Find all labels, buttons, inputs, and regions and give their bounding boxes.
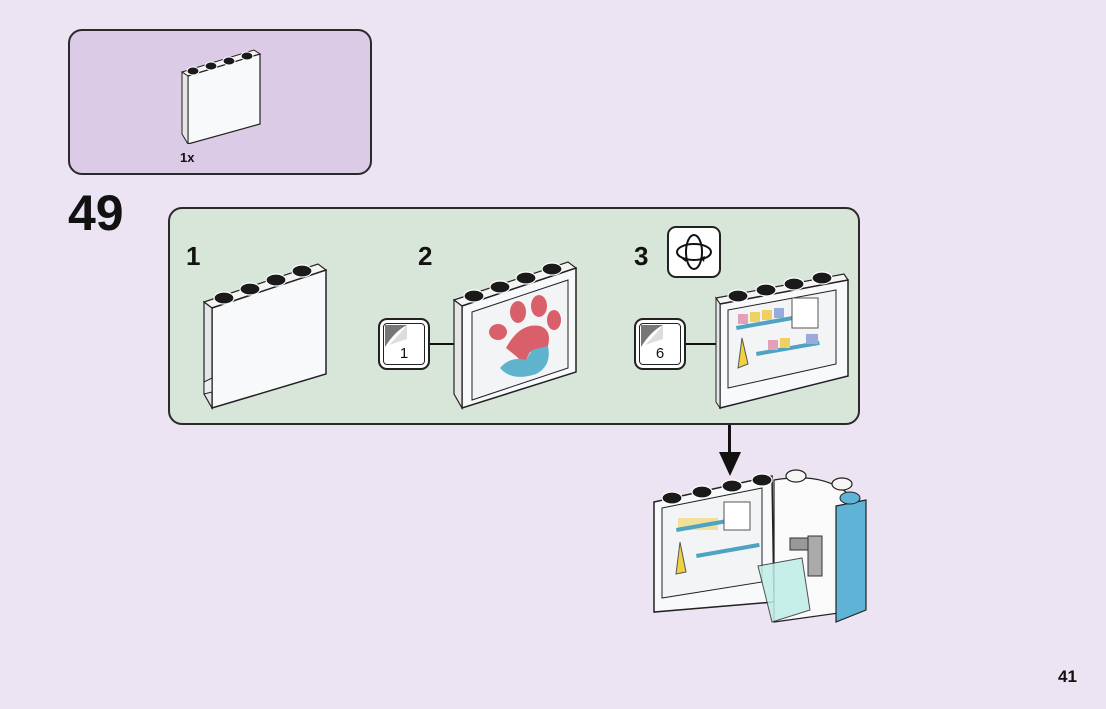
callout-line — [686, 343, 736, 345]
shelf-panel-icon — [714, 271, 850, 410]
vet-clinic-corner-assembly-icon — [653, 469, 867, 623]
sub-step-number-2: 2 — [418, 241, 433, 271]
white-panel-brick-icon — [180, 49, 262, 144]
sticker-number: 1 — [399, 345, 409, 362]
part-quantity: 1x — [180, 150, 195, 165]
sticker-callout-6: 6 — [634, 318, 686, 370]
sub-step-number-1: 1 — [186, 241, 201, 271]
down-arrow-icon — [728, 425, 731, 455]
sticker-callout-1: 1 — [378, 318, 430, 370]
rotate-model-callout — [667, 226, 721, 278]
sticker-icon — [641, 325, 663, 347]
page-number: 41 — [1058, 667, 1077, 686]
paw-print-panel-icon — [452, 261, 578, 411]
white-panel-brick-icon — [202, 263, 328, 410]
sub-step-number-3: 3 — [634, 241, 649, 271]
down-arrow-icon — [719, 452, 741, 476]
step-number: 49 — [68, 185, 124, 241]
sticker-icon — [385, 325, 407, 347]
rotate-model-icon — [676, 234, 712, 270]
sticker-number: 6 — [655, 345, 665, 362]
